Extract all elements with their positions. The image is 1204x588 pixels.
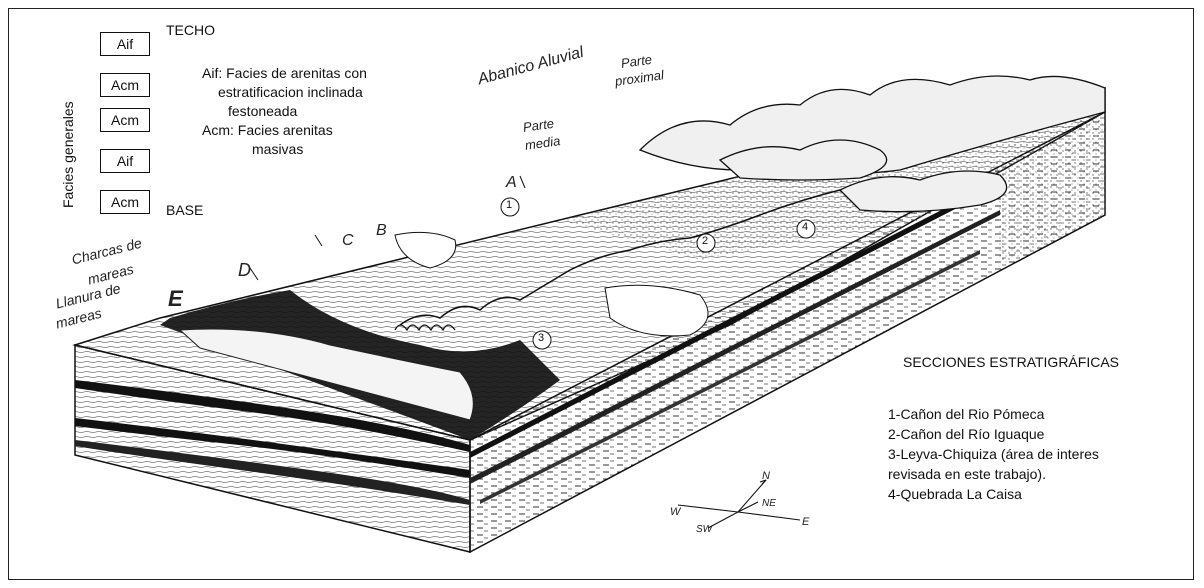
legend-aif-3: festoneada (228, 102, 297, 121)
legend-aif-1: Aif: Facies de arenitas con (202, 64, 367, 83)
zone-letter-d: D (238, 260, 251, 281)
facies-box-1: Aif (100, 32, 150, 56)
section-item-2: 2-Cañon del Río Iguaque (888, 424, 1044, 444)
legend-acm-2: masivas (252, 140, 303, 159)
compass-n: N (762, 470, 770, 482)
compass-sw: SW (696, 524, 712, 535)
section-num-4: 4 (802, 221, 808, 233)
facies-box-2: Acm (100, 73, 150, 97)
facies-box-3: Acm (100, 108, 150, 132)
zone-letter-c: C (342, 232, 354, 250)
section-item-3: 3-Leyva-Chiquiza (área de interes (888, 444, 1099, 464)
legend-aif-2: estratificacion inclinada (218, 83, 363, 102)
section-num-2: 2 (702, 235, 708, 247)
compass-w: W (670, 506, 680, 518)
section-num-3: 3 (538, 332, 544, 344)
zone-letter-a: A (506, 174, 517, 192)
techo-label: TECHO (166, 22, 215, 38)
facies-box-4: Aif (100, 149, 150, 173)
sections-title: SECCIONES ESTRATIGRÁFICAS (903, 352, 1119, 372)
section-item-4: revisada en este trabajo). (888, 464, 1046, 484)
zone-letter-e: E (168, 286, 183, 312)
section-item-1: 1-Cañon del Rio Pómeca (888, 404, 1044, 424)
section-num-1: 1 (506, 199, 512, 211)
base-label: BASE (166, 202, 203, 218)
legend-acm-1: Acm: Facies arenitas (202, 121, 333, 140)
section-item-5: 4-Quebrada La Caisa (888, 484, 1022, 504)
zone-letter-b: B (376, 222, 387, 240)
facies-axis-label: Facies generales (60, 101, 76, 208)
compass-rose (678, 480, 800, 528)
facies-box-5: Acm (100, 190, 150, 214)
compass-e: E (802, 516, 809, 528)
compass-ne: NE (762, 498, 776, 509)
